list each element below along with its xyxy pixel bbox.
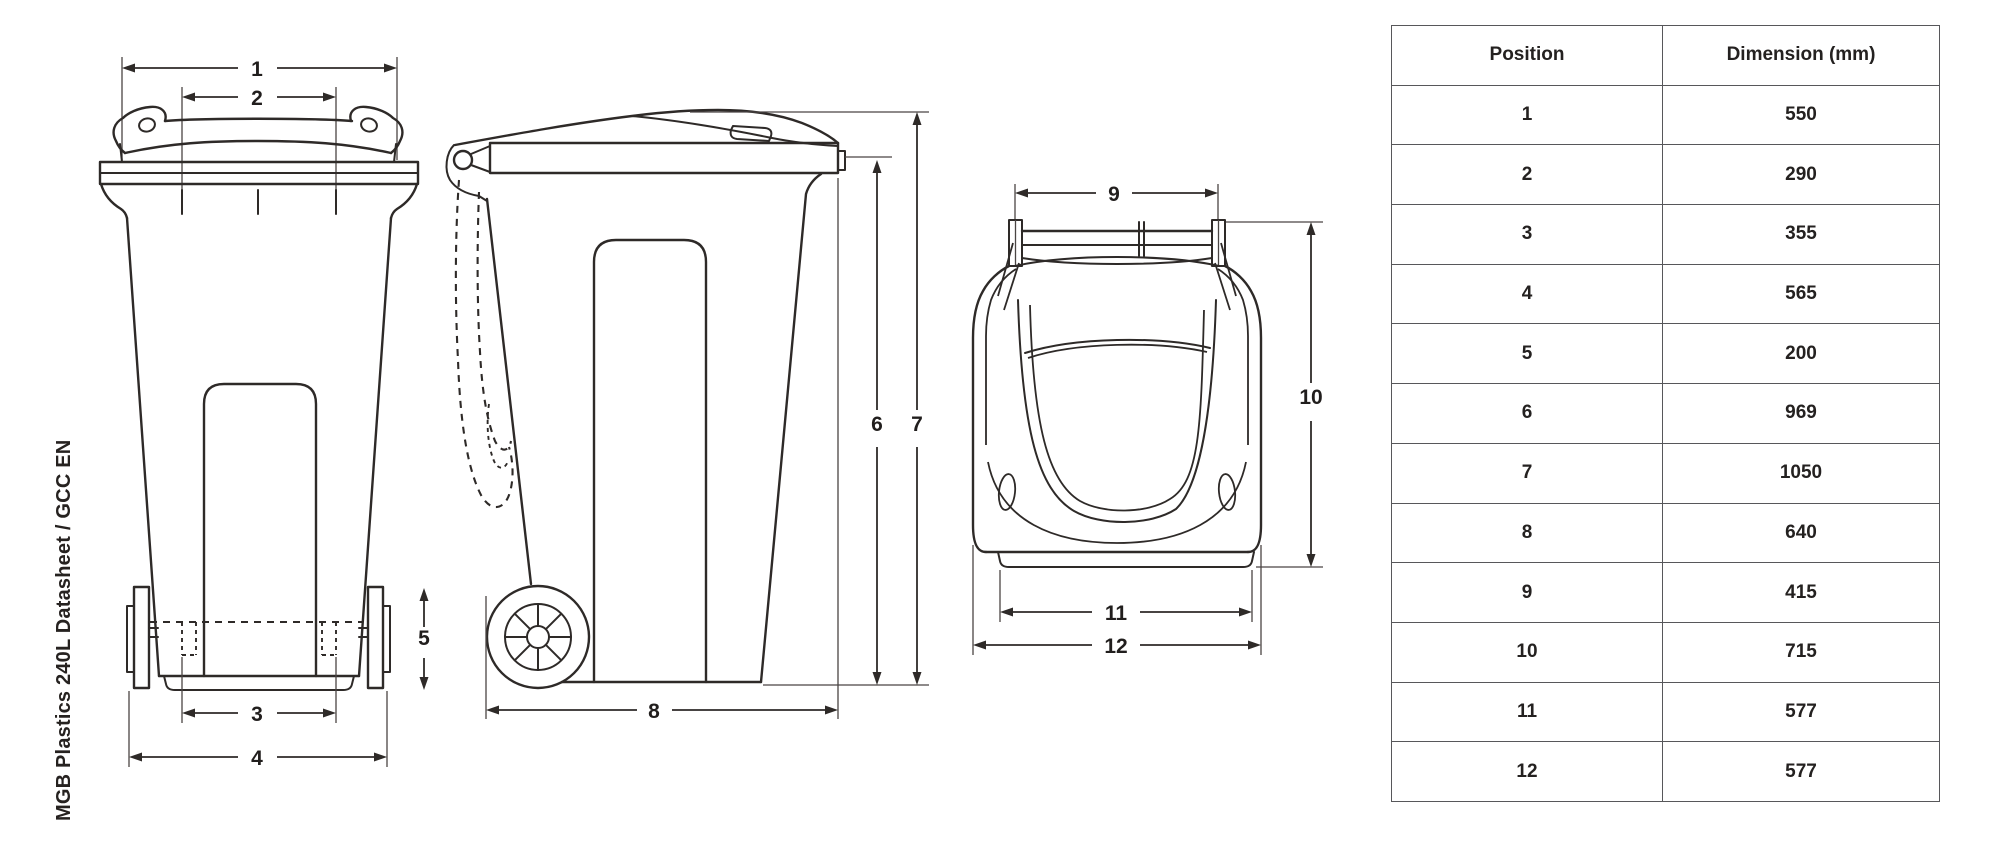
- rear-handle: [1008, 219, 1226, 267]
- table-row: 8 640: [1391, 502, 1940, 564]
- dim-label-9: 9: [1108, 183, 1120, 206]
- position-cell: 12: [1391, 741, 1663, 802]
- position-cell: 3: [1391, 204, 1663, 265]
- table-row: 11 577: [1391, 681, 1940, 743]
- dim-label-8: 8: [648, 700, 660, 723]
- dim-label-1: 1: [251, 58, 263, 81]
- position-cell: 9: [1391, 562, 1663, 623]
- dim-label-12: 12: [1104, 635, 1127, 658]
- table-row: 3 355: [1391, 204, 1940, 265]
- position-cell: 2: [1391, 144, 1663, 206]
- technical-drawing: 1 2: [98, 57, 1323, 770]
- dimension-cell: 415: [1662, 562, 1940, 623]
- table-row: 6 969: [1391, 383, 1940, 444]
- dimension-cell: 715: [1662, 621, 1940, 683]
- front-axle-hidden-lines: [150, 620, 362, 656]
- dim-5-annotation: 5: [418, 588, 430, 690]
- side-body: [485, 172, 823, 684]
- front-body: [99, 182, 419, 691]
- dim-4-annotation: 4: [128, 691, 388, 770]
- dimension-cell: 640: [1662, 502, 1940, 564]
- side-view-drawing: 8 6 7: [445, 108, 929, 723]
- front-view-drawing: 1 2: [98, 57, 430, 770]
- table-row: 9 415: [1391, 562, 1940, 623]
- position-cell: 11: [1391, 681, 1663, 743]
- front-wheel-right: [358, 585, 391, 690]
- dimension-cell: 290: [1662, 144, 1940, 206]
- dim-3-annotation: 3: [181, 657, 337, 726]
- side-drag-handle-hidden: [454, 179, 514, 509]
- dimensions-table: Position Dimension (mm) 1 550 2 290 3 35…: [1391, 25, 1940, 802]
- dim-6-annotation: 6: [763, 156, 929, 686]
- dim-label-6: 6: [871, 413, 883, 436]
- dimension-cell: 577: [1662, 681, 1940, 743]
- table-row: 5 200: [1391, 323, 1940, 385]
- dimension-cell: 577: [1662, 741, 1940, 802]
- dim-label-3: 3: [251, 703, 263, 726]
- table-header-position: Position: [1391, 25, 1663, 86]
- front-lid: [98, 160, 420, 186]
- table-row: 4 565: [1391, 263, 1940, 325]
- dimension-cell: 355: [1662, 204, 1940, 265]
- dim-label-11: 11: [1105, 602, 1128, 625]
- dimension-cell: 550: [1662, 84, 1940, 146]
- dim-label-2: 2: [251, 87, 263, 110]
- position-cell: 6: [1391, 383, 1663, 444]
- position-cell: 1: [1391, 84, 1663, 146]
- rear-body: [971, 242, 1263, 568]
- dim-1-annotation: 1: [121, 57, 398, 160]
- dim-12-annotation: 12: [972, 545, 1262, 658]
- table-row: 10 715: [1391, 621, 1940, 683]
- table-row: 12 577: [1391, 741, 1940, 802]
- dimension-cell: 969: [1662, 383, 1940, 444]
- position-cell: 10: [1391, 621, 1663, 683]
- dim-label-5: 5: [418, 627, 430, 650]
- rear-view-drawing: 9: [971, 183, 1323, 658]
- dim-10-annotation: 10: [1226, 221, 1323, 568]
- table-row: 7 1050: [1391, 442, 1940, 504]
- dim-label-10: 10: [1299, 386, 1322, 409]
- table-header-dimension: Dimension (mm): [1662, 25, 1940, 86]
- dim-label-7: 7: [911, 413, 923, 436]
- side-wheel: [485, 584, 591, 690]
- position-cell: 8: [1391, 502, 1663, 564]
- front-lid-handle: [112, 105, 404, 163]
- dimension-cell: 200: [1662, 323, 1940, 385]
- table-row: 2 290: [1391, 144, 1940, 206]
- dimension-cell: 565: [1662, 263, 1940, 325]
- dim-11-annotation: 11: [999, 570, 1253, 625]
- dim-8-annotation: 8: [485, 178, 839, 723]
- dim-9-annotation: 9: [1014, 183, 1219, 221]
- side-lid: [445, 108, 846, 202]
- position-cell: 7: [1391, 442, 1663, 504]
- dimension-cell: 1050: [1662, 442, 1940, 504]
- front-wheel-left: [126, 585, 159, 690]
- dimension-table-container: Position Dimension (mm) 1 550 2 290 3 35…: [1391, 25, 1940, 802]
- position-cell: 4: [1391, 263, 1663, 325]
- dim-7-annotation: 7: [690, 111, 929, 685]
- position-cell: 5: [1391, 323, 1663, 385]
- table-row: 1 550: [1391, 84, 1940, 146]
- table-header-row: Position Dimension (mm): [1391, 25, 1940, 86]
- dim-2-annotation: 2: [181, 87, 337, 190]
- dim-label-4: 4: [251, 747, 263, 770]
